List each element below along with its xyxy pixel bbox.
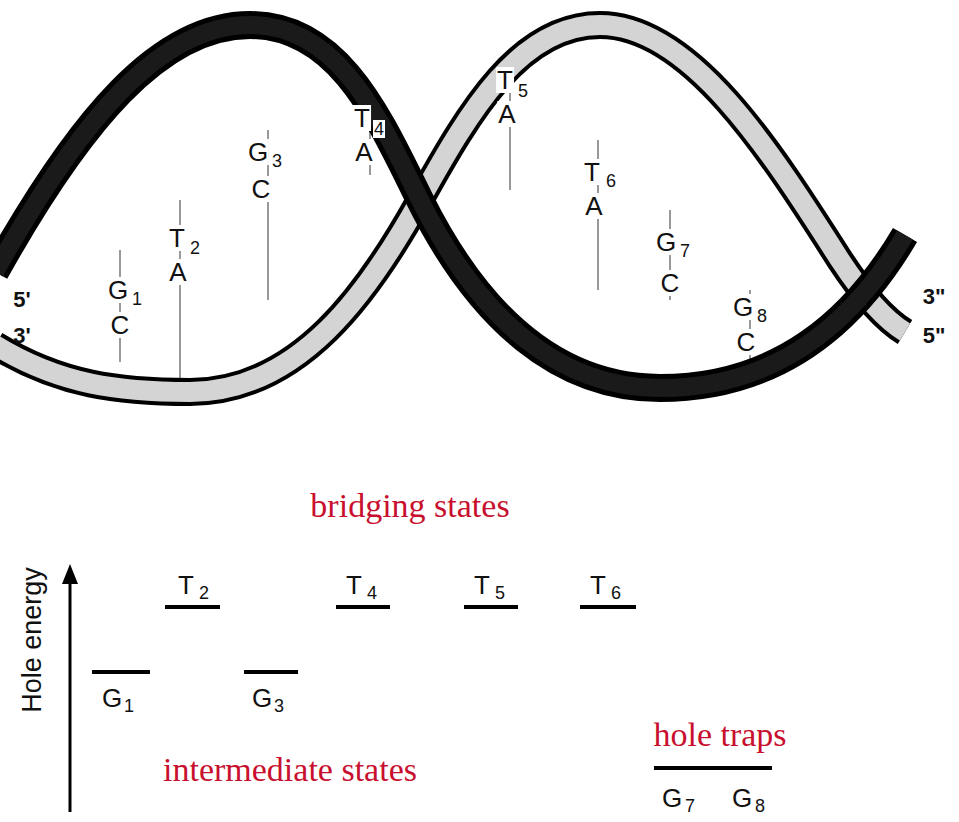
level-index: 2 <box>199 584 209 602</box>
state-label: bridging states <box>310 489 509 523</box>
base-letter: A <box>497 101 516 127</box>
level-letter: G <box>662 785 682 811</box>
base-letter: T <box>353 105 371 131</box>
level-letter: T <box>590 572 606 598</box>
strand-end-label: 5" <box>923 325 946 347</box>
base-letter: A <box>584 193 603 219</box>
base-letter: A <box>354 139 373 165</box>
base-index: 7 <box>679 242 691 260</box>
level-letter: G <box>102 685 122 711</box>
base-index: 3 <box>271 152 283 170</box>
level-index: 6 <box>611 584 621 602</box>
base-index: 1 <box>131 290 143 308</box>
level-index: 5 <box>495 584 505 602</box>
base-letter: C <box>736 329 757 355</box>
state-label: intermediate states <box>163 753 417 787</box>
level-letter: G <box>732 785 752 811</box>
level-index: 8 <box>755 797 765 815</box>
base-letter: G <box>732 294 754 320</box>
base-letter: T <box>583 159 601 185</box>
base-index: 2 <box>189 239 201 257</box>
level-letter: T <box>346 572 362 598</box>
base-letter: C <box>251 176 272 202</box>
strand-end-label: 3' <box>13 325 30 347</box>
level-index: 4 <box>367 584 377 602</box>
base-index: 5 <box>517 82 529 100</box>
base-letter: G <box>107 277 129 303</box>
strand-end-label: 5' <box>13 289 30 311</box>
level-index: 7 <box>685 797 695 815</box>
state-label: hole traps <box>653 718 786 752</box>
level-index: 1 <box>124 697 134 715</box>
base-letter: T <box>496 67 514 93</box>
level-index: 3 <box>274 697 284 715</box>
base-letter: A <box>168 259 187 285</box>
base-letter: G <box>247 139 269 165</box>
level-letter: G <box>252 685 272 711</box>
base-letter: G <box>655 229 677 255</box>
level-letter: T <box>474 572 490 598</box>
base-index: 4 <box>373 120 385 138</box>
base-letter: C <box>660 270 681 296</box>
axis-title: Hole energy <box>19 567 46 713</box>
level-letter: T <box>178 572 194 598</box>
base-index: 8 <box>756 307 768 325</box>
base-letter: C <box>110 312 131 338</box>
strand-end-label: 3" <box>923 286 946 308</box>
base-letter: T <box>168 225 186 251</box>
base-index: 6 <box>605 172 617 190</box>
